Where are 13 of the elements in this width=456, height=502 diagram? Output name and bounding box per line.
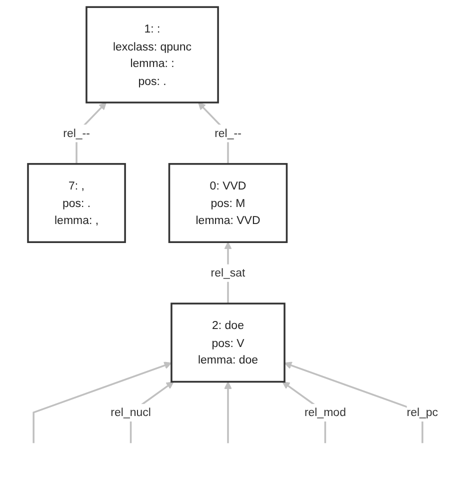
edge-label: rel_-- bbox=[214, 126, 242, 140]
node-box: 0: VVD pos: M lemma: VVD bbox=[168, 163, 288, 244]
edge-label: rel_sat bbox=[210, 266, 246, 280]
node-box: 7: , pos: . lemma: , bbox=[27, 163, 126, 244]
arrow bbox=[224, 381, 232, 444]
edge-label: rel_nucl bbox=[110, 406, 151, 419]
edge-label: rel_mod bbox=[304, 406, 346, 419]
node-box: 1: : lexclass: qpunc lemma: : pos: . bbox=[86, 6, 219, 104]
node-box: 2: doe pos: V lemma: doe bbox=[170, 302, 286, 383]
arrow bbox=[284, 362, 424, 444]
edge-label: rel_pc bbox=[406, 406, 438, 419]
arrow bbox=[32, 362, 172, 444]
edge-label: rel_-- bbox=[63, 126, 90, 140]
